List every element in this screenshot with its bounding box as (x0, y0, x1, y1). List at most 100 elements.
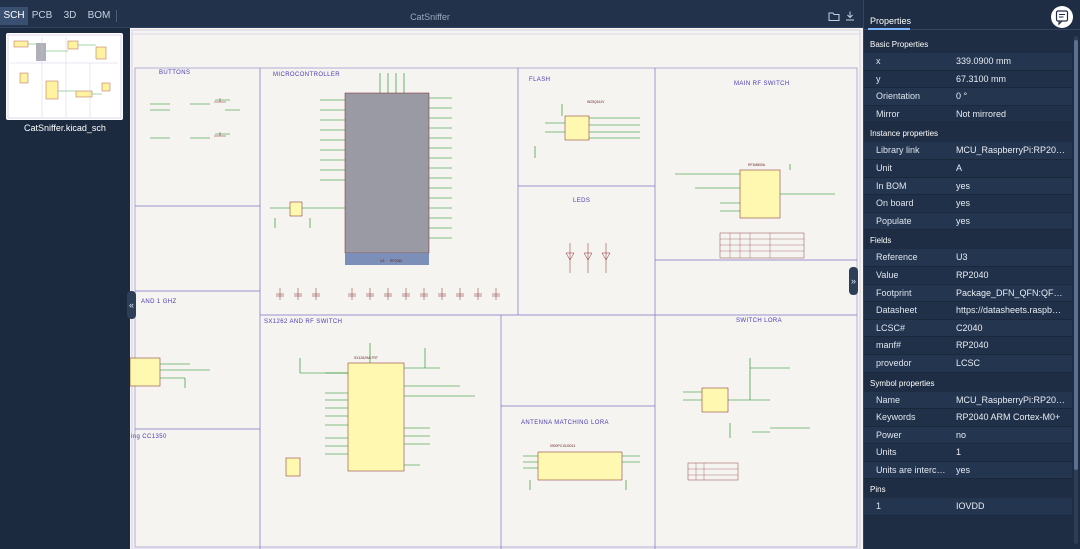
download-icon[interactable] (844, 10, 856, 22)
property-row[interactable]: Units are interchangeableyes (864, 461, 1072, 480)
property-row[interactable]: Datasheethttps://datasheets.raspberrypi.… (864, 302, 1072, 320)
antenna-matching-symbol[interactable] (537, 451, 623, 481)
property-key: x (876, 56, 881, 66)
tab-properties[interactable]: Properties (870, 16, 912, 26)
flash-value: W25Q16JV (587, 100, 605, 104)
property-value: RP2040 ARM Cortex-M0+ (956, 412, 1061, 423)
sheet-sidebar: CatSniffer.kicad_sch (0, 28, 130, 549)
mcu-value: RP2040 (390, 259, 402, 263)
property-key: Name (876, 394, 901, 405)
rf-truth-table (719, 232, 805, 259)
property-row[interactable]: Keywords RP2040 ARM Cortex-M0+ (864, 409, 1072, 427)
sx1262-symbol[interactable] (347, 362, 405, 472)
crystal-symbol[interactable] (289, 201, 303, 217)
decoupling-capacitors (276, 288, 500, 300)
property-row[interactable]: Unit A (864, 159, 1072, 178)
property-value: C2040 (956, 322, 983, 333)
collapse-left-panel-button[interactable]: « (127, 291, 136, 319)
tab-pcb[interactable]: PCB (31, 10, 53, 21)
property-key: Library link (876, 145, 920, 156)
section-title-microcontroller: MICROCONTROLLER (273, 72, 340, 78)
property-key: Power (876, 429, 902, 440)
mcu-reference: U3 (380, 259, 384, 263)
property-key: Populate (876, 215, 912, 226)
property-key: Footprint (876, 287, 912, 298)
section-title-antenna-lora: ANTENNA MATCHING LORA (521, 420, 609, 426)
chat-button[interactable] (1051, 6, 1073, 28)
section-title-leds: LEDS (573, 198, 590, 204)
folder-icon[interactable] (828, 10, 840, 22)
mcu-pin-wires (320, 73, 452, 239)
property-key: Mirror (876, 108, 900, 119)
property-value: A (956, 162, 963, 173)
property-row[interactable]: Populate yes (864, 212, 1072, 231)
expand-right-panel-button[interactable]: » (849, 267, 858, 295)
property-value: 339.0900 mm (956, 56, 1012, 66)
property-key: Unit (876, 162, 893, 173)
property-key: y (876, 73, 881, 84)
drawing-border (134, 67, 858, 548)
property-row[interactable]: Reference U3 (864, 249, 1072, 267)
sx1262-value: SX1262IMLTRT (354, 356, 378, 360)
tab-bom[interactable]: BOM (87, 10, 111, 21)
flash-wires (534, 104, 640, 158)
property-value: U3 (956, 252, 968, 263)
schematic-drawing: BUTTONS MICROCONTROLLER FLASH MAIN RF SW… (130, 29, 861, 549)
property-value: yes (956, 215, 971, 226)
property-value: Package_DFN_QFN:QFN-56 (956, 287, 1066, 298)
sheet-thumbnail[interactable] (6, 33, 123, 120)
section-fields: Fields (870, 236, 892, 246)
tab-3d[interactable]: 3D (63, 10, 77, 21)
page-frame (131, 29, 861, 549)
section-instance-properties: Instance properties (870, 129, 939, 139)
cc1350-partial-symbol[interactable] (130, 357, 161, 387)
tab-sch[interactable]: SCH (0, 7, 28, 25)
section-title-sx1262: SX1262 AND RF SWITCH (264, 319, 342, 325)
mcu-selection-highlight (345, 253, 429, 265)
lora-switch-symbol[interactable] (701, 387, 729, 413)
property-row[interactable]: x 339.0900 mm (864, 53, 1072, 71)
property-row[interactable]: Footprint Package_DFN_QFN:QFN-56 (864, 284, 1072, 303)
flash-symbol[interactable] (564, 115, 590, 141)
cc1350-wires (160, 363, 210, 388)
section-title-main-rf-switch: MAIN RF SWITCH (734, 81, 790, 87)
button-wires (150, 99, 240, 139)
tcxo-symbol[interactable] (285, 457, 301, 477)
section-title-flash: FLASH (529, 77, 550, 83)
section-dividers (135, 68, 857, 549)
property-key: LCSC# (876, 322, 906, 333)
crystal-wires (270, 207, 345, 228)
property-key: manf# (876, 340, 902, 351)
section-basic-properties: Basic Properties (870, 40, 929, 49)
tab-active-indicator (868, 28, 910, 30)
rf-switch-symbol[interactable] (739, 169, 781, 219)
property-value: Not mirrored (956, 108, 1007, 119)
property-value: no (956, 429, 967, 440)
schematic-canvas[interactable]: BUTTONS MICROCONTROLLER FLASH MAIN RF SW… (130, 28, 863, 549)
property-value: 1 (956, 447, 962, 458)
property-row[interactable]: Power no (864, 426, 1072, 445)
property-key: Reference (876, 252, 918, 263)
mcu-symbol[interactable] (344, 92, 430, 254)
property-key: Keywords (876, 412, 916, 423)
properties-panel: Properties Basic Properties x 339.0900 mm… (863, 0, 1080, 549)
property-row[interactable]: LCSC# C2040 (864, 319, 1072, 338)
properties-scrollbar-thumb[interactable] (1074, 40, 1078, 470)
property-row[interactable]: manf#RP2040 (864, 337, 1072, 355)
chat-icon (1055, 10, 1069, 26)
property-row[interactable]: Mirror Not mirrored (864, 105, 1072, 124)
section-title-buttons: BUTTONS (159, 70, 190, 76)
